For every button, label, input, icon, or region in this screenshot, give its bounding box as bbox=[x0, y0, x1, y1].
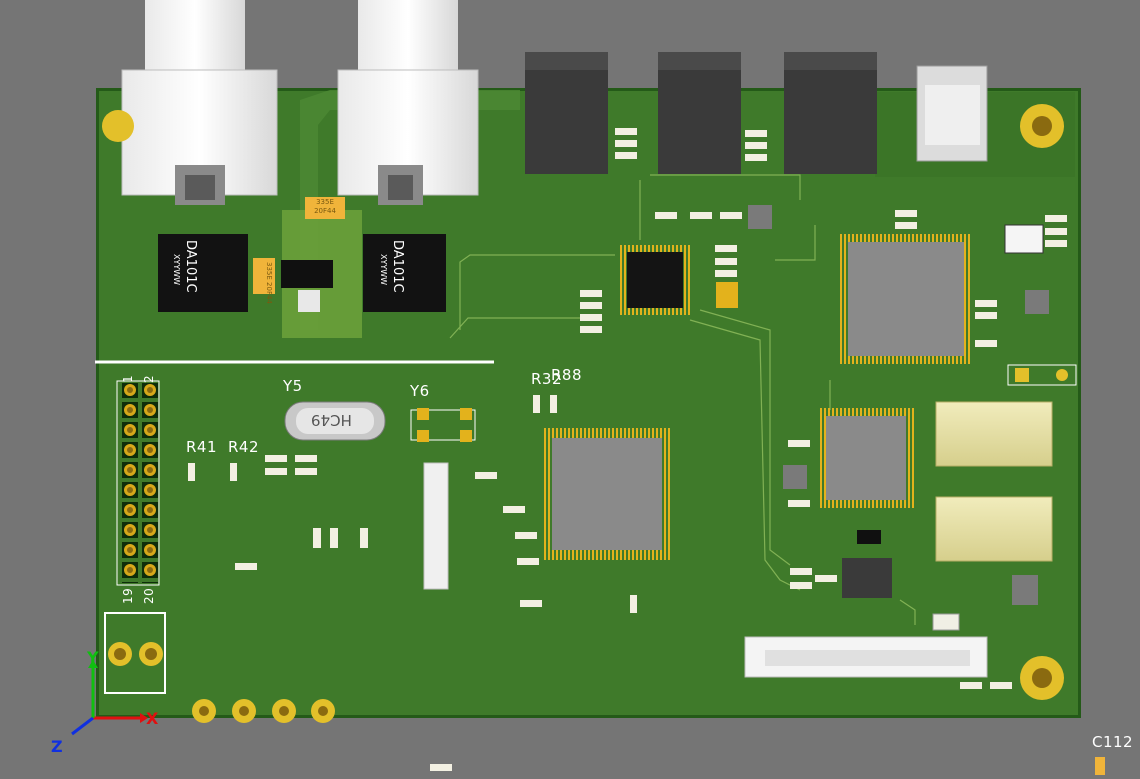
tantalum-marking-2: 335E 20F44 bbox=[255, 262, 273, 304]
transformer-left[interactable] bbox=[158, 234, 248, 312]
connector-vertical[interactable] bbox=[423, 462, 449, 590]
axis-y-label: Y bbox=[87, 648, 99, 667]
designator-c112: C112 bbox=[1092, 733, 1134, 751]
crystal-marking: HC49 bbox=[311, 411, 352, 429]
regulator[interactable] bbox=[281, 260, 333, 288]
transformer-right-marking: DA101C XYYWW bbox=[379, 240, 410, 310]
transformer-left-subtext: XYYWW bbox=[172, 254, 181, 286]
transformer-right[interactable] bbox=[363, 234, 446, 312]
test-pads[interactable] bbox=[192, 699, 335, 723]
transformer-right-text: DA101C bbox=[390, 240, 405, 293]
usb-c-connector[interactable] bbox=[916, 65, 988, 162]
designator-r88: R88 bbox=[551, 366, 583, 384]
jumper-footprint[interactable] bbox=[1007, 364, 1077, 386]
crystal-smd[interactable] bbox=[716, 282, 738, 308]
pin-header-2x10[interactable] bbox=[116, 380, 160, 586]
tantalum-capacitor[interactable] bbox=[305, 197, 345, 219]
tantalum-marking-line1: 335E bbox=[265, 262, 273, 280]
header-pin-20-label: 20 bbox=[142, 587, 156, 604]
ic-qfp100-center[interactable] bbox=[542, 428, 672, 560]
axis-x-label: X bbox=[146, 709, 159, 728]
tantalum-marking-line2: 20F44 bbox=[314, 207, 336, 215]
mounting-hole[interactable] bbox=[102, 104, 1064, 700]
tantalum-capacitor[interactable] bbox=[253, 258, 275, 294]
capacitor-smd[interactable] bbox=[932, 613, 960, 631]
axis-triad bbox=[71, 660, 148, 736]
ic-sot[interactable] bbox=[1012, 575, 1038, 605]
passive-components[interactable] bbox=[188, 128, 1105, 775]
terminal-block[interactable] bbox=[104, 612, 166, 694]
designator-y6: Y6 bbox=[410, 382, 430, 400]
tantalum-marking-line1: 335E bbox=[316, 198, 334, 206]
ic-qfp-large-right[interactable] bbox=[840, 234, 972, 364]
header-pin-19-label: 19 bbox=[121, 587, 135, 604]
ic-sot[interactable] bbox=[748, 205, 772, 229]
designator-y5: Y5 bbox=[283, 377, 303, 395]
ic-qfp-lower-right[interactable] bbox=[818, 408, 914, 508]
oscillator[interactable] bbox=[1004, 224, 1044, 254]
ic-sot23[interactable] bbox=[857, 530, 881, 544]
transformer-left-marking: DA101C XYYWW bbox=[172, 240, 203, 310]
transformer-right-subtext: XYYWW bbox=[379, 254, 388, 286]
relay-bottom[interactable] bbox=[935, 496, 1053, 562]
designator-r41: R41 bbox=[186, 438, 218, 456]
relay-top[interactable] bbox=[935, 401, 1053, 467]
ic-sot[interactable] bbox=[783, 465, 807, 489]
regulator-tab[interactable] bbox=[298, 290, 320, 312]
ic-sot[interactable] bbox=[1025, 290, 1049, 314]
crystal-y6-footprint[interactable] bbox=[410, 409, 476, 441]
tantalum-marking-1: 335E 20F44 bbox=[307, 198, 343, 216]
designator-r42: R42 bbox=[228, 438, 260, 456]
ic-tssop[interactable] bbox=[842, 558, 892, 598]
power-inductor[interactable] bbox=[525, 52, 877, 174]
bnc-connector-left[interactable] bbox=[121, 0, 278, 205]
axis-z-label: Z bbox=[51, 737, 63, 756]
transformer-left-text: DA101C bbox=[183, 240, 198, 293]
designator-r32: R32 bbox=[531, 370, 563, 388]
tantalum-marking-line2: 20F44 bbox=[265, 282, 273, 304]
header-pin-2-label: 2 bbox=[142, 374, 156, 383]
header-pin-1-label: 1 bbox=[121, 374, 135, 383]
bnc-connector-right[interactable] bbox=[337, 0, 479, 205]
ic-qfp48-center[interactable] bbox=[620, 245, 690, 315]
